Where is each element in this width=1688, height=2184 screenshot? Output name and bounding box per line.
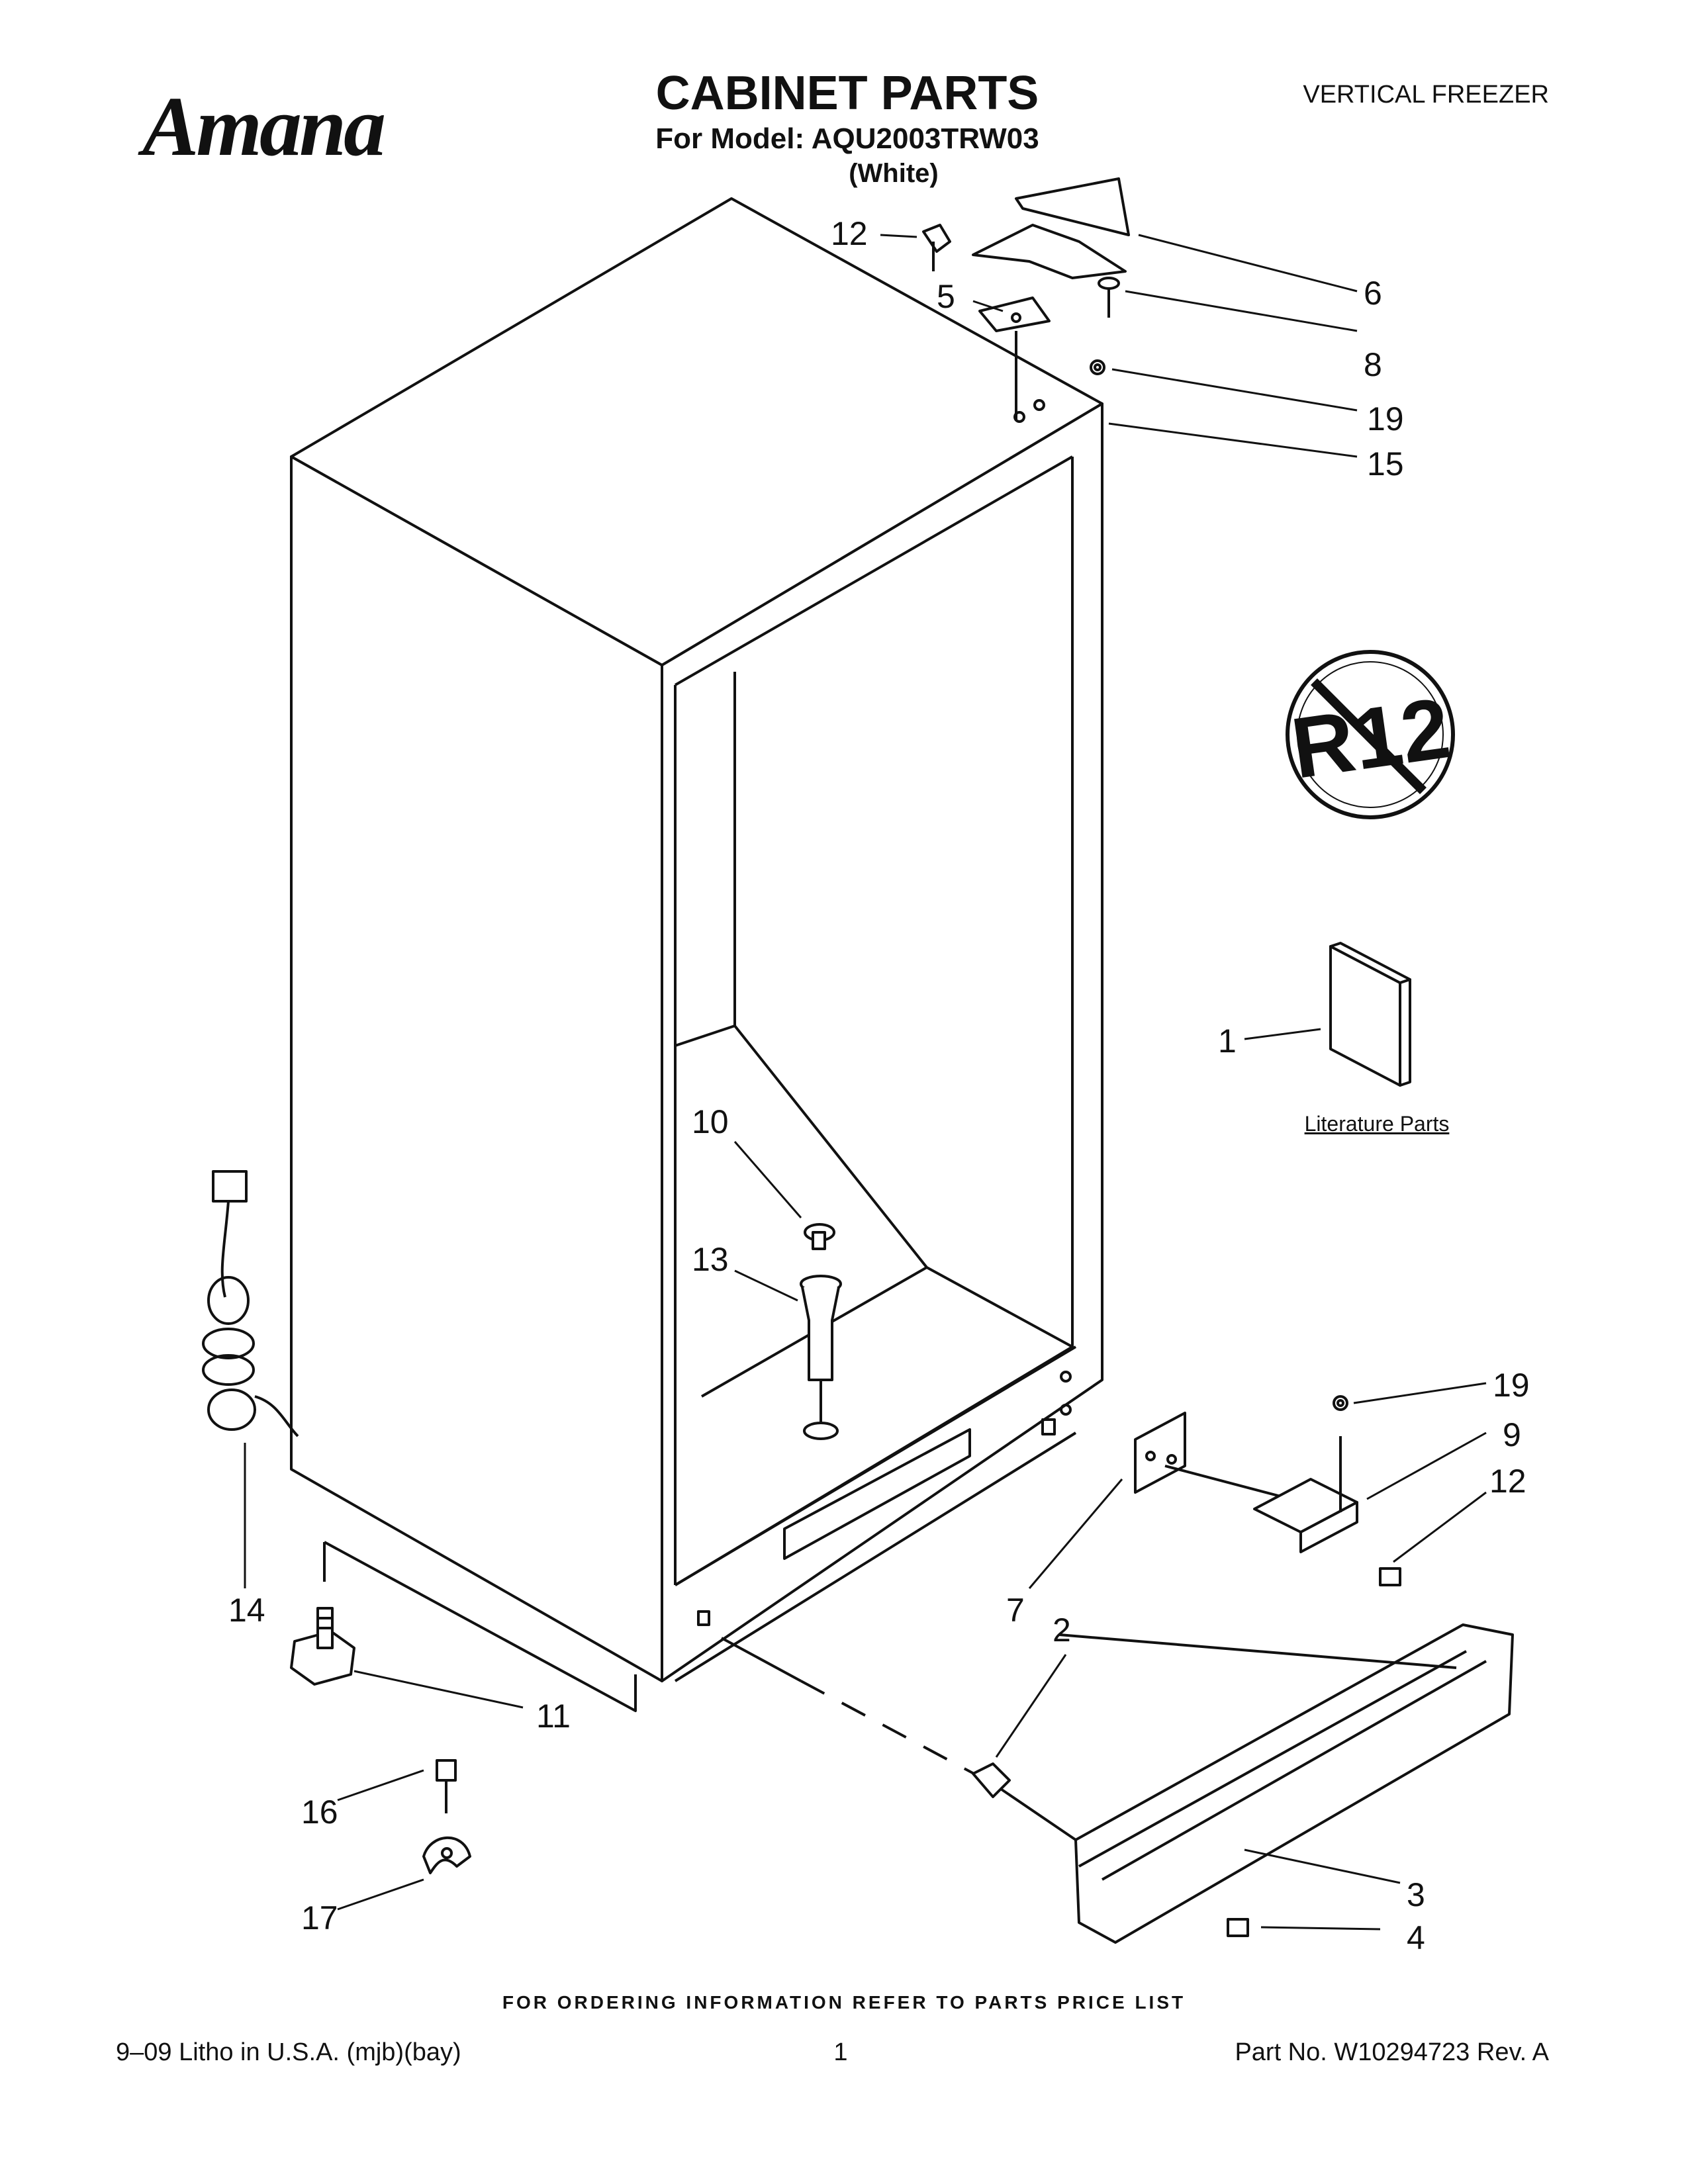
color-line: (White) (849, 159, 939, 188)
callout-numbers: 12 5 6 8 19 15 1 10 13 14 19 9 12 7 2 11… (228, 215, 1530, 1956)
page-number: 1 (833, 2038, 848, 2066)
toe-grille (721, 1623, 1514, 1944)
callout-13: 13 (692, 1241, 729, 1278)
amana-logo: Amana (142, 79, 386, 173)
callout-12-bottom: 12 (1489, 1463, 1526, 1500)
callout-11: 11 (536, 1698, 571, 1735)
leveling-leg (290, 1607, 355, 1686)
litho-info: 9–09 Litho in U.S.A. (mjb)(bay) (116, 2038, 461, 2066)
no-r12-badge (1286, 650, 1455, 819)
callout-4: 4 (1407, 1919, 1425, 1956)
part-number: Part No. W10294723 Rev. A (1235, 2038, 1549, 2066)
callout-5: 5 (937, 278, 955, 315)
callout-2: 2 (1053, 1612, 1071, 1649)
top-hinge-assembly (922, 177, 1130, 420)
literature-book (1329, 942, 1411, 1087)
callout-14: 14 (228, 1592, 265, 1629)
callout-leaders (244, 234, 1487, 1931)
callout-15: 15 (1367, 445, 1404, 482)
callout-7: 7 (1006, 1592, 1025, 1629)
product-type: VERTICAL FREEZER (1303, 81, 1549, 109)
callout-10: 10 (692, 1103, 729, 1140)
callout-3: 3 (1407, 1876, 1425, 1913)
callout-9: 9 (1503, 1416, 1521, 1453)
callout-19-bottom: 19 (1493, 1367, 1530, 1404)
callout-1: 1 (1218, 1023, 1237, 1060)
page-title: CABINET PARTS (655, 67, 1039, 120)
callout-8: 8 (1364, 346, 1382, 383)
callout-19-top: 19 (1367, 400, 1404, 437)
ordering-note: FOR ORDERING INFORMATION REFER TO PARTS … (502, 1992, 1186, 2013)
drain-parts (800, 1223, 842, 1440)
callout-17: 17 (301, 1899, 338, 1936)
model-line: For Model: AQU2003TRW03 (655, 122, 1039, 155)
literature-parts-label: Literature Parts (1304, 1112, 1450, 1136)
cabinet-body (290, 197, 1103, 1712)
bottom-hinge-assembly (1134, 1395, 1401, 1586)
callout-12-top: 12 (831, 215, 868, 252)
power-cord (202, 1170, 299, 1437)
r12-badge-text: R12 (1286, 679, 1455, 797)
callout-16: 16 (301, 1794, 338, 1831)
callout-6: 6 (1364, 275, 1382, 312)
clamp-parts (422, 1759, 471, 1874)
